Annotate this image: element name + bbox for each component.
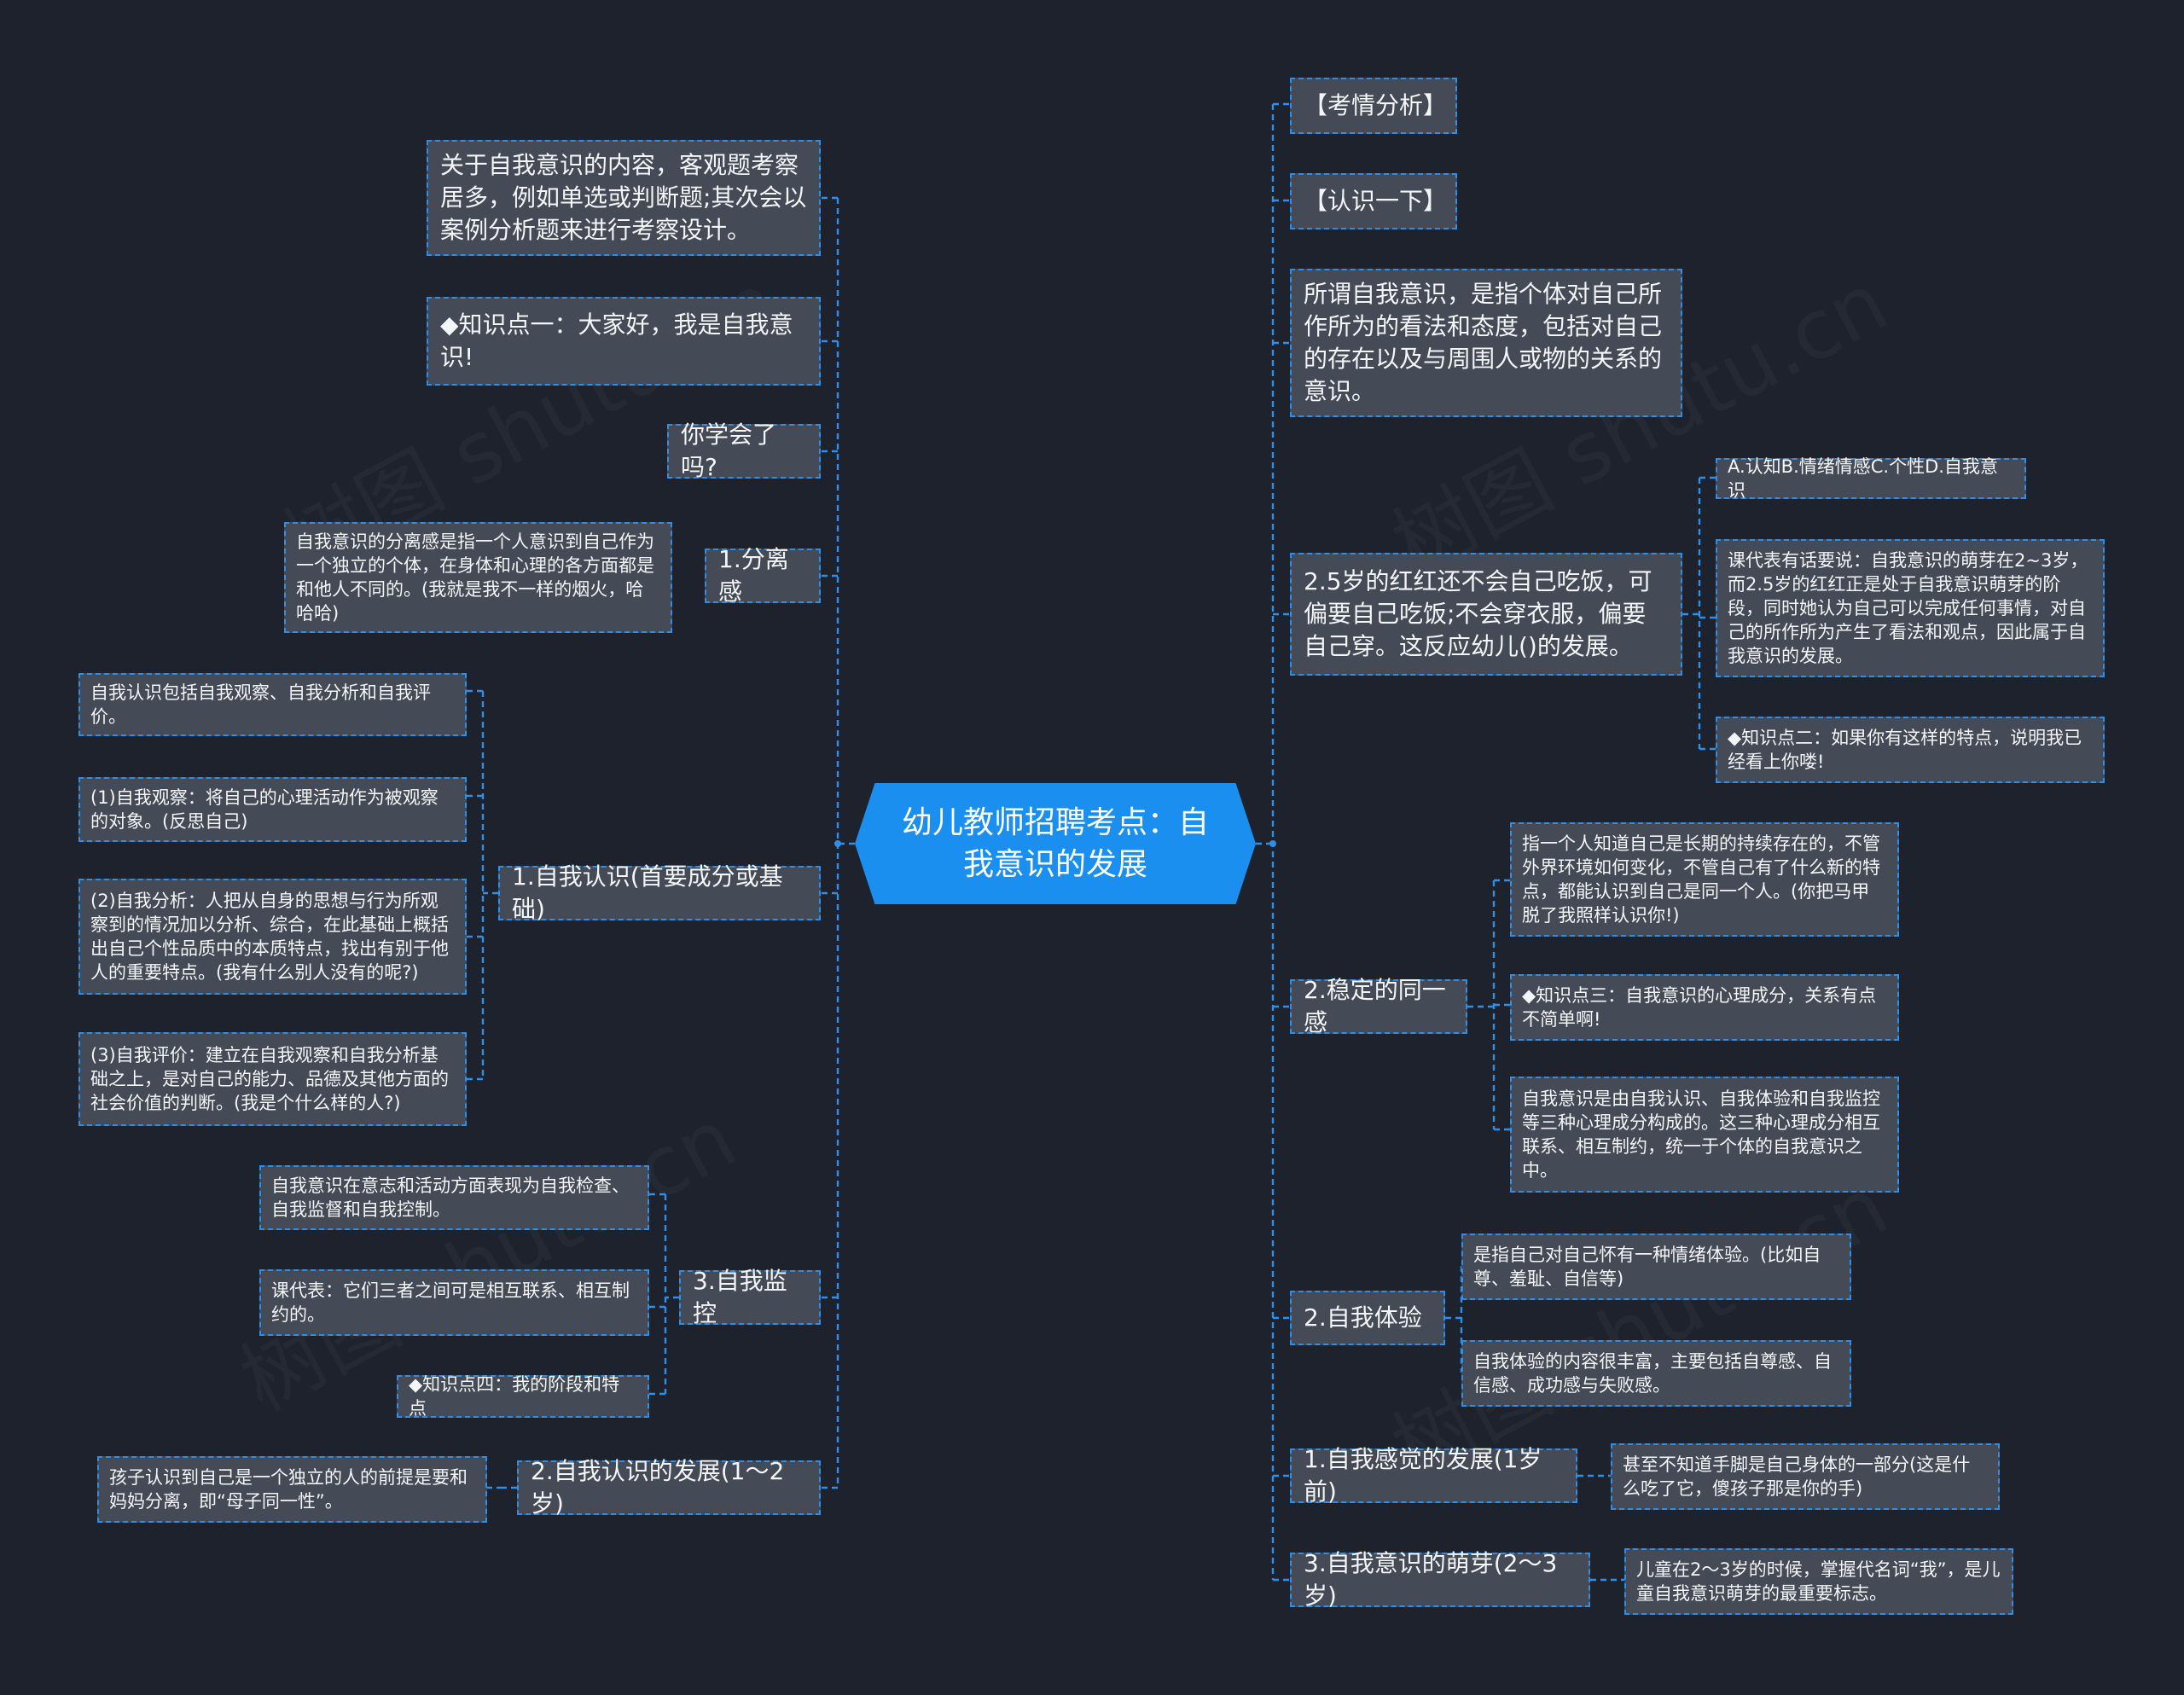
self-cognition-child-node[interactable]: (1)自我观察：将自己的心理活动作为被观察的对象。(反思自己) (78, 777, 467, 842)
self-cognition-dev-detail-node[interactable]: 孩子认识到自己是一个独立的人的前提是要和妈妈分离，即“母子同一性”。 (97, 1456, 487, 1523)
question-node[interactable]: 2.5岁的红红还不会自己吃饭，可偏要自己吃饭;不会穿衣服，偏要自己穿。这反应幼儿… (1290, 553, 1682, 676)
self-sprout-detail-node[interactable]: 儿童在2～3岁的时候，掌握代名词“我”，是儿童自我意识萌芽的最重要标志。 (1624, 1548, 2013, 1615)
separation-node[interactable]: 1.分离感 (705, 545, 821, 606)
question-child-node[interactable]: 课代表有话要说：自我意识的萌芽在2~3岁，而2.5岁的红红正是处于自我意识萌芽的… (1716, 539, 2105, 677)
know-node[interactable]: 【认识一下】 (1290, 173, 1457, 229)
identity-child-node[interactable]: 指一个人知道自己是长期的持续存在的，不管外界环境如何变化，不管自己有了什么新的特… (1510, 822, 1899, 937)
self-cognition-child-node[interactable]: (2)自我分析：人把从自身的思想与行为所观察到的情况加以分析、综合，在此基础上概… (78, 879, 467, 995)
question-child-node[interactable]: ◆知识点二：如果你有这样的特点，说明我已经看上你喽! (1716, 717, 2105, 783)
self-cognition-node[interactable]: 1.自我认识(首要成分或基础) (498, 862, 821, 923)
knowledge-point-1-node[interactable]: ◆知识点一：大家好，我是自我意识! (427, 297, 821, 386)
self-monitor-node[interactable]: 3.自我监控 (679, 1267, 821, 1327)
self-sprout-node[interactable]: 3.自我意识的萌芽(2～3岁) (1290, 1549, 1590, 1610)
self-cognition-dev-node[interactable]: 2.自我认识的发展(1～2岁) (517, 1457, 821, 1518)
self-feeling-node[interactable]: 1.自我感觉的发展(1岁前) (1290, 1445, 1577, 1506)
definition-node[interactable]: 所谓自我意识，是指个体对自己所作所为的看法和态度，包括对自己的存在以及与周围人或… (1290, 269, 1682, 417)
identity-child-node[interactable]: 自我意识是由自我认识、自我体验和自我监控等三种心理成分构成的。这三种心理成分相互… (1510, 1077, 1899, 1193)
self-monitor-child-node[interactable]: 自我意识在意志和活动方面表现为自我检查、自我监督和自我控制。 (259, 1165, 649, 1230)
self-monitor-child-node[interactable]: ◆知识点四：我的阶段和特点 (397, 1374, 649, 1419)
self-feeling-detail-node[interactable]: 甚至不知道手脚是自己身体的一部分(这是什么吃了它，傻孩子那是你的手) (1611, 1443, 2000, 1510)
exam-analysis-node[interactable]: 【考情分析】 (1290, 78, 1457, 134)
self-experience-child-node[interactable]: 是指自己对自己怀有一种情绪体验。(比如自尊、羞耻、自信等) (1461, 1234, 1851, 1300)
question-child-node[interactable]: A.认知B.情绪情感C.个性D.自我意识 (1716, 456, 2026, 501)
learned-question-node[interactable]: 你学会了吗? (667, 421, 821, 481)
central-topic[interactable]: 幼儿教师招聘考点：自我意识的发展 (855, 783, 1256, 904)
self-cognition-child-node[interactable]: 自我认识包括自我观察、自我分析和自我评价。 (78, 673, 467, 736)
intro-node[interactable]: 关于自我意识的内容，客观题考察居多，例如单选或判断题;其次会以案例分析题来进行考… (427, 140, 821, 256)
separation-detail-node[interactable]: 自我意识的分离感是指一个人意识到自己作为一个独立的个体，在身体和心理的各方面都是… (284, 522, 672, 633)
self-monitor-child-node[interactable]: 课代表：它们三者之间可是相互联系、相互制约的。 (259, 1269, 649, 1336)
identity-child-node[interactable]: ◆知识点三：自我意识的心理成分，关系有点不简单啊! (1510, 974, 1899, 1041)
identity-node[interactable]: 2.稳定的同一感 (1290, 976, 1467, 1036)
self-experience-node[interactable]: 2.自我体验 (1290, 1291, 1445, 1345)
self-experience-child-node[interactable]: 自我体验的内容很丰富，主要包括自尊感、自信感、成功感与失败感。 (1461, 1340, 1851, 1407)
self-cognition-child-node[interactable]: (3)自我评价：建立在自我观察和自我分析基础之上，是对自己的能力、品德及其他方面… (78, 1032, 467, 1126)
